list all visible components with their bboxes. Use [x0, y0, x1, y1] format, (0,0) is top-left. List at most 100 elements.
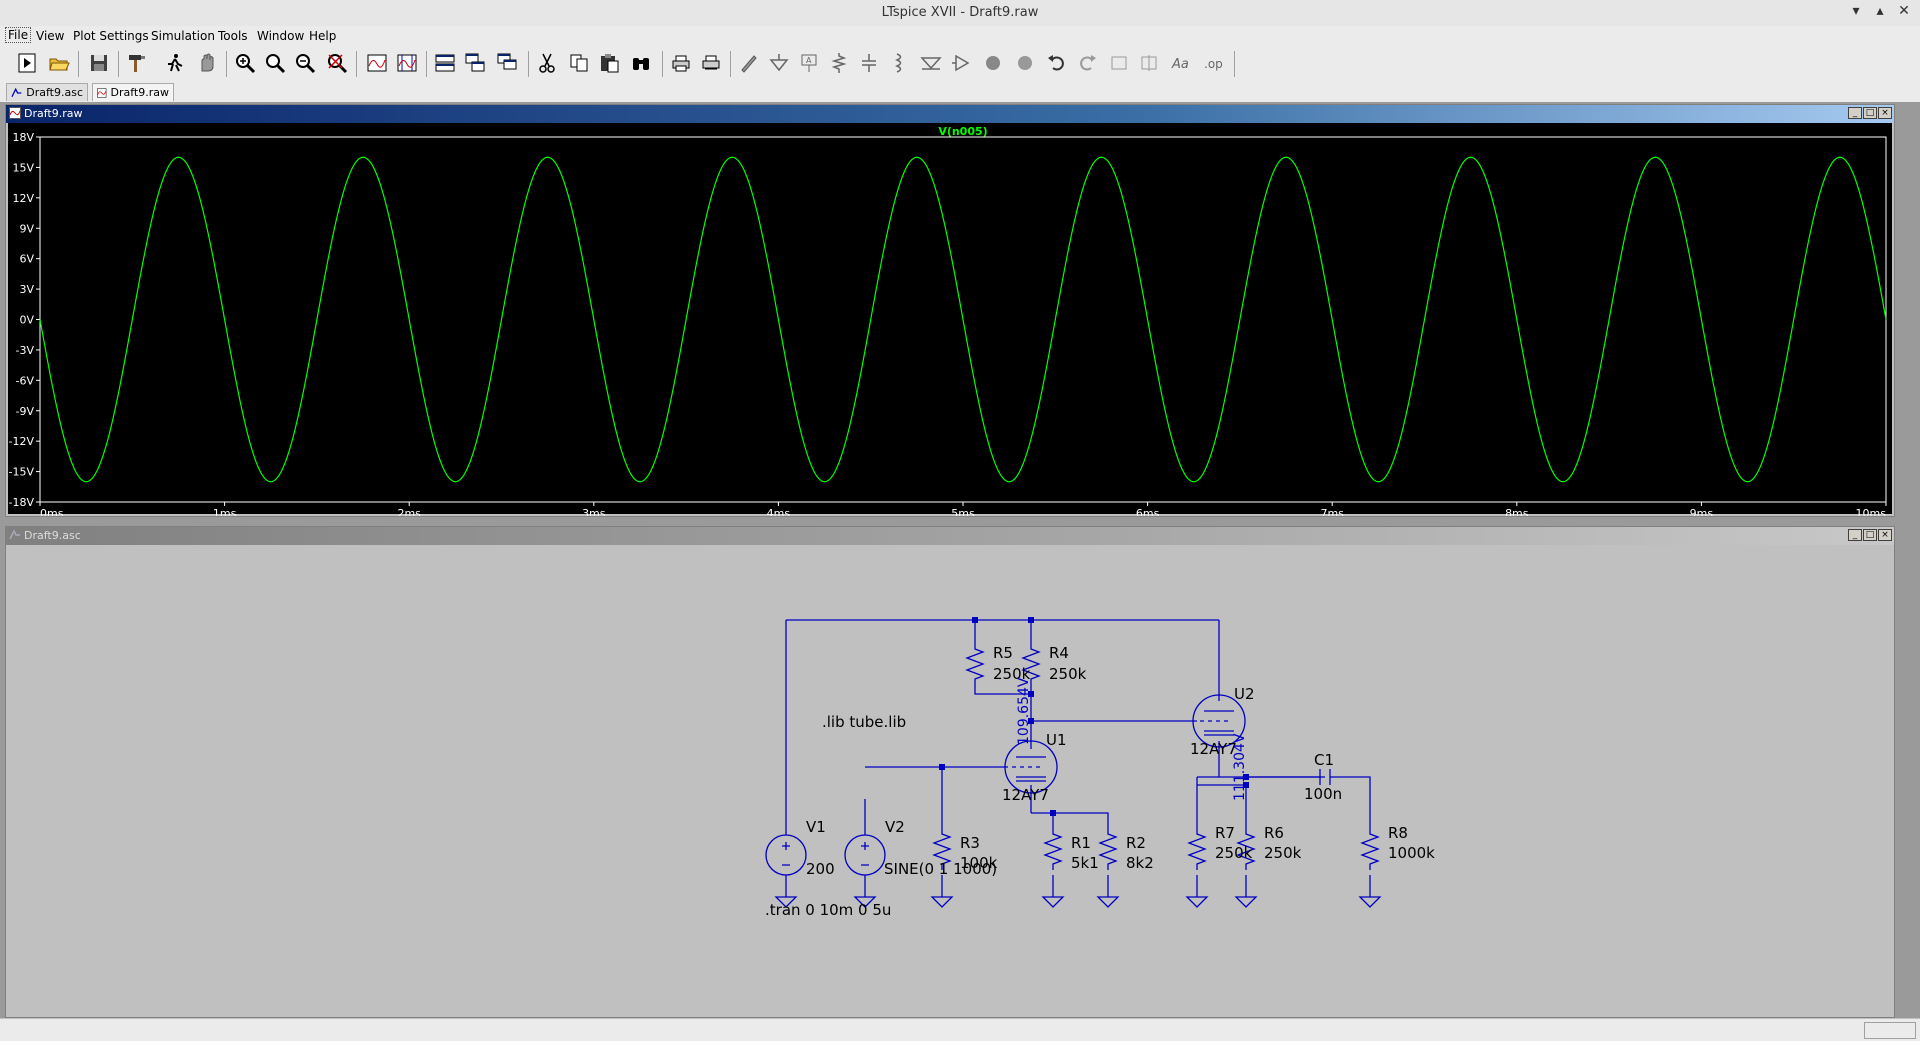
resistor-r5[interactable]: [965, 645, 985, 685]
v1-value: 200: [806, 860, 835, 878]
tube-u1[interactable]: [1004, 740, 1058, 794]
minimize-icon[interactable]: ▾: [1852, 3, 1860, 19]
zoom-in-icon[interactable]: [232, 50, 258, 76]
tile-horizontal-icon[interactable]: [432, 50, 458, 76]
resistor-r6[interactable]: [1236, 830, 1256, 870]
resistor-r3[interactable]: [932, 830, 952, 870]
minimize-icon[interactable]: _: [1848, 107, 1862, 119]
tab-draft9-asc[interactable]: Draft9.asc: [6, 83, 88, 101]
new-schematic-icon[interactable]: [14, 50, 40, 76]
inductor-icon[interactable]: [886, 50, 912, 76]
resistor-icon[interactable]: [826, 50, 852, 76]
r5-value: 250k: [993, 665, 1031, 683]
undo-icon[interactable]: [1044, 50, 1070, 76]
voltage-source-v1[interactable]: [765, 834, 807, 876]
mirror-icon[interactable]: [1136, 50, 1162, 76]
r2-name: R2: [1126, 834, 1146, 852]
y-tick-label: 18V: [12, 131, 34, 144]
resistor-r8[interactable]: [1360, 830, 1380, 870]
u1-name: U1: [1046, 731, 1067, 749]
ground-icon[interactable]: [766, 50, 792, 76]
menu-help[interactable]: Help: [309, 29, 337, 43]
y-tick-label: 3V: [19, 283, 34, 296]
find-binoculars-icon[interactable]: [628, 50, 654, 76]
tab-label: Draft9.asc: [26, 86, 83, 99]
wire[interactable]: [974, 685, 1031, 695]
zoom-out-icon[interactable]: [292, 50, 318, 76]
ground-symbol: [1185, 896, 1209, 908]
plot-window-caption[interactable]: Draft9.raw _ □ ×: [6, 105, 1894, 123]
open-folder-icon[interactable]: [46, 50, 72, 76]
trace-name-label[interactable]: V(n005): [938, 125, 987, 138]
plot-window-title: Draft9.raw: [24, 107, 83, 120]
c1-name: C1: [1314, 751, 1334, 769]
resistor-r4[interactable]: [1021, 645, 1041, 685]
voltage-source-v2[interactable]: [844, 834, 886, 876]
diode-icon[interactable]: [918, 50, 944, 76]
menu-simulation[interactable]: Simulation: [151, 29, 215, 43]
autorange-y-icon[interactable]: [364, 50, 390, 76]
schematic-window-caption[interactable]: Draft9.asc _ □ ×: [6, 527, 1894, 545]
close-icon[interactable]: ✕: [1898, 3, 1910, 19]
move-hand-icon[interactable]: [980, 50, 1006, 76]
resistor-r7[interactable]: [1187, 830, 1207, 870]
ground-symbol: [1041, 896, 1065, 908]
x-tick-label: 6ms: [1136, 507, 1160, 516]
maximize-icon[interactable]: ▴: [1876, 3, 1884, 19]
tab-draft9-raw[interactable]: Draft9.raw: [92, 83, 174, 101]
r4-value: 250k: [1049, 665, 1087, 683]
text-icon[interactable]: Aa: [1168, 50, 1194, 76]
halt-hand-icon[interactable]: [194, 50, 220, 76]
tran-directive[interactable]: .tran 0 10m 0 5u: [765, 901, 891, 919]
cascade-windows-icon[interactable]: [462, 50, 488, 76]
control-panel-hammer-icon[interactable]: [124, 50, 150, 76]
schematic-canvas[interactable]: .lib tube.lib .tran 0 10m 0 5u R5 250k R…: [8, 545, 1892, 1015]
paste-icon[interactable]: [596, 50, 622, 76]
menu-file[interactable]: File: [5, 27, 32, 43]
save-icon[interactable]: [86, 50, 112, 76]
tile-vertical-icon[interactable]: [494, 50, 520, 76]
component-icon[interactable]: [948, 50, 974, 76]
tube-u2[interactable]: [1192, 694, 1246, 748]
menu-plot-settings[interactable]: Plot Settings: [73, 29, 149, 43]
capacitor-c1[interactable]: [1319, 769, 1331, 785]
spice-directive-icon[interactable]: .op: [1200, 50, 1226, 76]
print-preview-icon[interactable]: [698, 50, 724, 76]
restore-icon[interactable]: □: [1863, 529, 1877, 541]
wire[interactable]: [1330, 776, 1371, 830]
menu-tools[interactable]: Tools: [218, 29, 248, 43]
zoom-pan-icon[interactable]: [262, 50, 288, 76]
y-tick-label: -6V: [16, 374, 35, 387]
schematic-window-title: Draft9.asc: [24, 529, 81, 542]
zoom-fit-icon[interactable]: [324, 50, 350, 76]
drag-hand-icon[interactable]: [1012, 50, 1038, 76]
close-icon[interactable]: ×: [1878, 529, 1892, 541]
autorange-x-icon[interactable]: [394, 50, 420, 76]
redo-icon[interactable]: [1074, 50, 1100, 76]
waveform-plot[interactable]: 18V15V12V9V6V3V0V-3V-6V-9V-12V-15V-18V0m…: [8, 123, 1892, 520]
menu-window[interactable]: Window: [257, 29, 305, 43]
minimize-icon[interactable]: _: [1848, 529, 1862, 541]
cut-scissors-icon[interactable]: [534, 50, 560, 76]
wire[interactable]: [1053, 812, 1109, 830]
copy-icon[interactable]: [566, 50, 592, 76]
lib-directive[interactable]: .lib tube.lib: [822, 713, 906, 731]
draw-wire-pencil-icon[interactable]: [736, 50, 762, 76]
resistor-r2[interactable]: [1098, 830, 1118, 870]
print-icon[interactable]: [668, 50, 694, 76]
window-titlebar: LTspice XVII - Draft9.raw ▾ ▴ ✕: [0, 0, 1920, 27]
resistor-r1[interactable]: [1043, 830, 1063, 870]
trace-vn005[interactable]: [39, 156, 1887, 483]
menu-view[interactable]: View: [36, 29, 65, 43]
label-net-icon[interactable]: A: [796, 50, 822, 76]
run-simulation-icon[interactable]: [162, 50, 188, 76]
close-icon[interactable]: ×: [1878, 107, 1892, 119]
capacitor-icon[interactable]: [856, 50, 882, 76]
schematic-drawing[interactable]: .lib tube.lib .tran 0 10m 0 5u R5 250k R…: [8, 545, 1892, 1017]
r3-value: 100k: [960, 854, 998, 872]
restore-icon[interactable]: □: [1863, 107, 1877, 119]
toolbar: A Aa .op: [0, 46, 1920, 83]
rotate-icon[interactable]: [1106, 50, 1132, 76]
